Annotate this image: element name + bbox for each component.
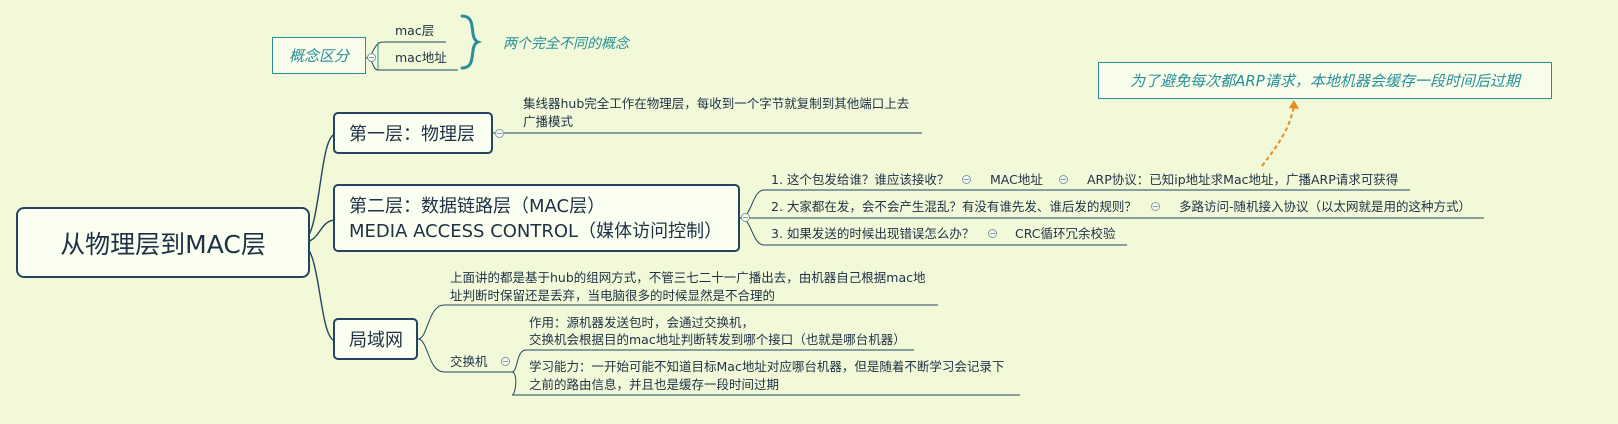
lan-note-line1: 上面讲的都是基于hub的组网方式，不管三七二十一广播出去，由机器自己根据mac地	[450, 270, 926, 285]
layer2-question-3: 3. 如果发送的时候出现错误怎么办？	[771, 226, 975, 241]
layer2-label-line2: MEDIA ACCESS CONTROL（媒体访问控制）	[349, 221, 723, 242]
layer2-question-1: 1. 这个包发给谁？谁应该接收？	[771, 172, 950, 187]
root-node[interactable]: 从物理层到MAC层	[16, 207, 310, 278]
layer2-answer-3: CRC循环冗余校验	[1015, 226, 1116, 241]
collapse-toggle-icon[interactable]	[988, 229, 997, 238]
concept-item-mac-layer: mac层	[395, 23, 435, 38]
lan-label: 局域网	[349, 330, 403, 351]
layer1-label: 第一层：物理层	[349, 124, 475, 145]
collapse-toggle-icon[interactable]	[501, 357, 510, 366]
root-label: 从物理层到MAC层	[60, 229, 266, 259]
switch-learn-line1: 学习能力：一开始可能不知道目标Mac地址对应哪台机器，但是随着不断学习会记录下	[529, 359, 1005, 374]
layer2-answer-2: 多路访问-随机接入协议（以太网就是用的这种方式）	[1179, 199, 1472, 214]
layer2-label-line1: 第二层：数据链路层（MAC层）	[349, 196, 606, 217]
brace-icon	[460, 14, 483, 70]
switch-role-line2: 交换机会根据目的mac地址判断转发到哪个接口（也就是哪台机器）	[529, 332, 906, 347]
callout-text: 为了避免每次都ARP请求，本地机器会缓存一段时间后过期	[1130, 72, 1520, 90]
switch-label: 交换机	[450, 354, 488, 369]
collapse-toggle-icon[interactable]	[1059, 175, 1068, 184]
concept-label: 概念区分	[288, 47, 349, 65]
layer2-question-2: 2. 大家都在发，会不会产生混乱？有没有谁先发、谁后发的规则？	[771, 199, 1137, 214]
dashed-arrow-icon	[1261, 105, 1295, 167]
layer2-node[interactable]: 第二层：数据链路层（MAC层） MEDIA ACCESS CONTROL（媒体访…	[333, 184, 740, 252]
lan-node[interactable]: 局域网	[333, 318, 418, 360]
switch-learn-line2: 之前的路由信息，并且也是缓存一段时间过期	[529, 377, 780, 392]
collapse-toggle-icon[interactable]	[495, 129, 504, 138]
layer2-detail-1: ARP协议：已知ip地址求Mac地址，广播ARP请求可获得	[1087, 172, 1399, 187]
collapse-toggle-icon[interactable]	[367, 53, 376, 62]
layer1-note-line2: 广播模式	[523, 114, 574, 129]
concept-item-mac-address: mac地址	[395, 50, 447, 65]
concept-node[interactable]: 概念区分	[272, 37, 366, 74]
concept-summary: 两个完全不同的概念	[503, 36, 629, 52]
layer1-note-line1: 集线器hub完全工作在物理层，每收到一个字节就复制到其他端口上去	[523, 96, 910, 111]
arp-cache-callout[interactable]: 为了避免每次都ARP请求，本地机器会缓存一段时间后过期	[1098, 62, 1552, 99]
switch-role-line1: 作用：源机器发送包时，会通过交换机，	[529, 315, 755, 330]
layer1-node[interactable]: 第一层：物理层	[333, 112, 493, 154]
collapse-toggle-icon[interactable]	[962, 175, 971, 184]
lan-note-line2: 址判断时保留还是丢弃，当电脑很多的时候显然是不合理的	[450, 288, 776, 303]
layer2-answer-1: MAC地址	[990, 172, 1043, 187]
collapse-toggle-icon[interactable]	[741, 213, 750, 222]
collapse-toggle-icon[interactable]	[1151, 202, 1160, 211]
